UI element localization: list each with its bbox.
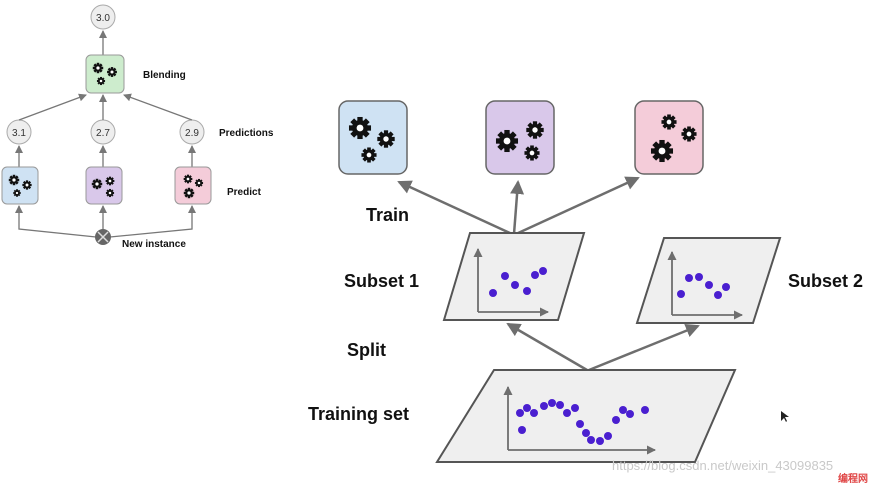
- data-point: [556, 401, 564, 409]
- data-point: [582, 429, 590, 437]
- model-box-pink: [634, 100, 704, 175]
- watermark-url: https://blog.csdn.net/weixin_43099835: [612, 458, 833, 473]
- data-point: [714, 291, 722, 299]
- training-set-points: [516, 399, 649, 445]
- data-point: [612, 416, 620, 424]
- new-instance-label: New instance: [122, 239, 186, 250]
- data-point: [548, 399, 556, 407]
- subset1-axes: [473, 248, 549, 317]
- data-point: [530, 409, 538, 417]
- data-point: [540, 402, 548, 410]
- predictor-box-2: [85, 166, 123, 205]
- data-point: [571, 404, 579, 412]
- train-label: Train: [366, 205, 409, 225]
- data-point: [626, 410, 634, 418]
- split-arrow-right: [588, 324, 700, 372]
- predictor-box-3: [174, 166, 212, 205]
- predictions-label: Predictions: [219, 128, 274, 139]
- model-box-purple: [485, 100, 555, 175]
- blending-label: Blending: [143, 70, 186, 81]
- subset2-panel: [635, 237, 782, 324]
- data-point: [685, 274, 693, 282]
- data-point: [489, 289, 497, 297]
- right-diagram: Train Subset 1 Sub: [308, 100, 863, 463]
- subset2-points: [677, 273, 730, 299]
- train-arrow-middle: [510, 180, 525, 235]
- blend-output-circle: [90, 4, 116, 30]
- prediction-value-1: 3.1: [12, 128, 26, 139]
- training-set-axes: [503, 386, 656, 455]
- split-label: Split: [347, 340, 386, 360]
- data-point: [523, 287, 531, 295]
- train-arrow-left: [397, 180, 513, 236]
- split-arrow-left: [506, 322, 588, 372]
- training-set-panel: [435, 369, 737, 463]
- data-point: [641, 406, 649, 414]
- subset2-axes: [667, 251, 743, 320]
- data-point: [619, 406, 627, 414]
- subset1-points: [489, 267, 547, 297]
- data-point: [563, 409, 571, 417]
- data-point: [604, 432, 612, 440]
- data-point: [587, 436, 595, 444]
- train-arrow-right: [515, 176, 640, 236]
- arrow-instance-to-box3: [109, 205, 196, 238]
- prediction-value-2: 2.7: [96, 128, 110, 139]
- predictor-box-1: [1, 166, 39, 205]
- data-point: [677, 290, 685, 298]
- data-point: [576, 420, 584, 428]
- data-point: [516, 409, 524, 417]
- blend-output-value: 3.0: [96, 13, 110, 24]
- data-point: [518, 426, 526, 434]
- left-diagram: 3.0 Blending 3.1 2.7 2.9 Predictions: [1, 4, 274, 250]
- arrow-pred3-to-blender: [123, 93, 193, 121]
- subset2-label: Subset 2: [788, 271, 863, 291]
- blender-box: [85, 54, 125, 94]
- arrow-pred1-to-blender: [18, 93, 87, 121]
- prediction-value-3: 2.9: [185, 128, 199, 139]
- subset1-panel: [442, 232, 586, 321]
- data-point: [695, 273, 703, 281]
- data-point: [539, 267, 547, 275]
- training-set-label: Training set: [308, 404, 409, 424]
- arrow-instance-to-box1: [15, 205, 97, 238]
- mouse-cursor-icon: [781, 411, 789, 422]
- data-point: [705, 281, 713, 289]
- data-point: [531, 271, 539, 279]
- subset1-label: Subset 1: [344, 271, 419, 291]
- data-point: [523, 404, 531, 412]
- model-box-blue: [338, 100, 408, 175]
- data-point: [722, 283, 730, 291]
- data-point: [501, 272, 509, 280]
- corner-logo: 编程网: [838, 472, 868, 484]
- data-point: [511, 281, 519, 289]
- new-instance-x-icon-stroke: [97, 231, 109, 243]
- predict-label: Predict: [227, 187, 262, 198]
- data-point: [596, 437, 604, 445]
